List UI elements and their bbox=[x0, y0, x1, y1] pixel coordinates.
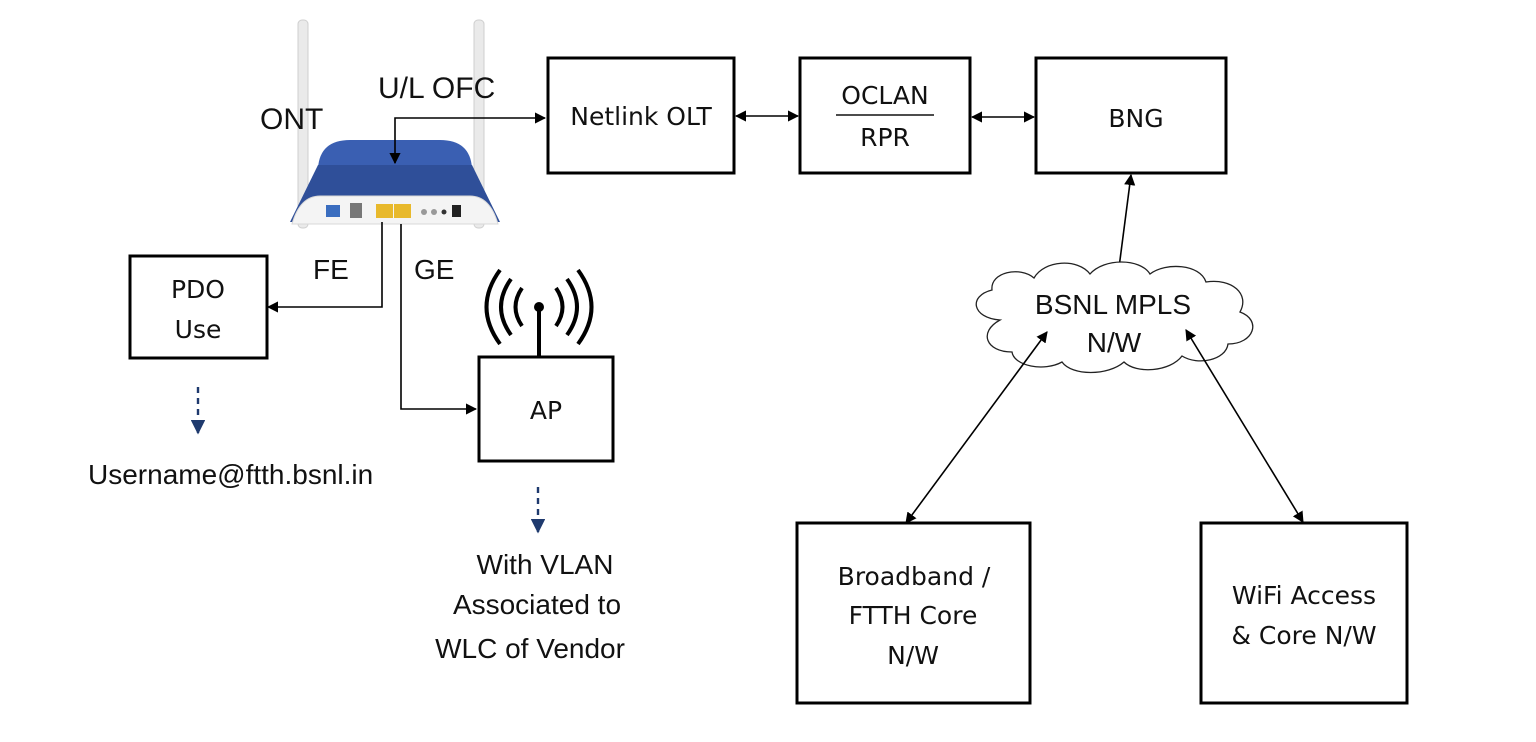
pdo-label-line2: Use bbox=[175, 315, 222, 344]
wireless-signal-icon bbox=[484, 268, 594, 357]
ftth-label-line3: N/W bbox=[887, 641, 939, 670]
ge-label: GE bbox=[414, 254, 454, 285]
pdo-label-line1: PDO bbox=[171, 275, 225, 304]
vlan-label-line2: Associated to bbox=[453, 589, 621, 620]
uplink-ofc-connector bbox=[389, 112, 547, 165]
wifi-label-line1: WiFi Access bbox=[1232, 581, 1376, 610]
oclan-label: OCLAN bbox=[841, 81, 928, 110]
ftth-label-line2: FTTH Core bbox=[849, 601, 978, 630]
bng-label: BNG bbox=[1108, 104, 1163, 133]
mpls-ftth-connector bbox=[905, 331, 1048, 524]
vlan-label-line1: With VLAN bbox=[477, 549, 614, 580]
vlan-label-line3: WLC of Vendor bbox=[435, 633, 625, 664]
pdo-use-node: PDO Use bbox=[128, 254, 269, 360]
netlink-olt-node: Netlink OLT bbox=[546, 56, 736, 175]
ge-connector bbox=[400, 224, 478, 415]
ftth-core-node: Broadband / FTTH Core N/W bbox=[795, 521, 1032, 705]
oclan-rpr-node: OCLAN RPR bbox=[798, 56, 972, 175]
ap-node: AP bbox=[477, 355, 615, 463]
mpls-label-line2: N/W bbox=[1087, 327, 1142, 358]
bsnl-mpls-cloud: BSNL MPLS N/W bbox=[975, 261, 1254, 374]
bng-node: BNG bbox=[1034, 56, 1228, 175]
rpr-label: RPR bbox=[860, 123, 910, 152]
mpls-label-line1: BSNL MPLS bbox=[1035, 289, 1191, 320]
fe-label: FE bbox=[313, 254, 349, 285]
netlink-olt-label: Netlink OLT bbox=[570, 102, 712, 131]
username-label: Username@ftth.bsnl.in bbox=[88, 459, 373, 490]
fe-connector bbox=[266, 222, 383, 313]
ftth-label-line1: Broadband / bbox=[838, 562, 991, 591]
ap-label: AP bbox=[530, 396, 562, 425]
mpls-wifi-connector bbox=[1185, 329, 1304, 523]
wifi-core-node: WiFi Access & Core N/W bbox=[1199, 521, 1409, 705]
wifi-label-line2: & Core N/W bbox=[1231, 621, 1376, 650]
ont-label: ONT bbox=[260, 103, 323, 136]
ul-ofc-label: U/L OFC bbox=[378, 72, 495, 105]
